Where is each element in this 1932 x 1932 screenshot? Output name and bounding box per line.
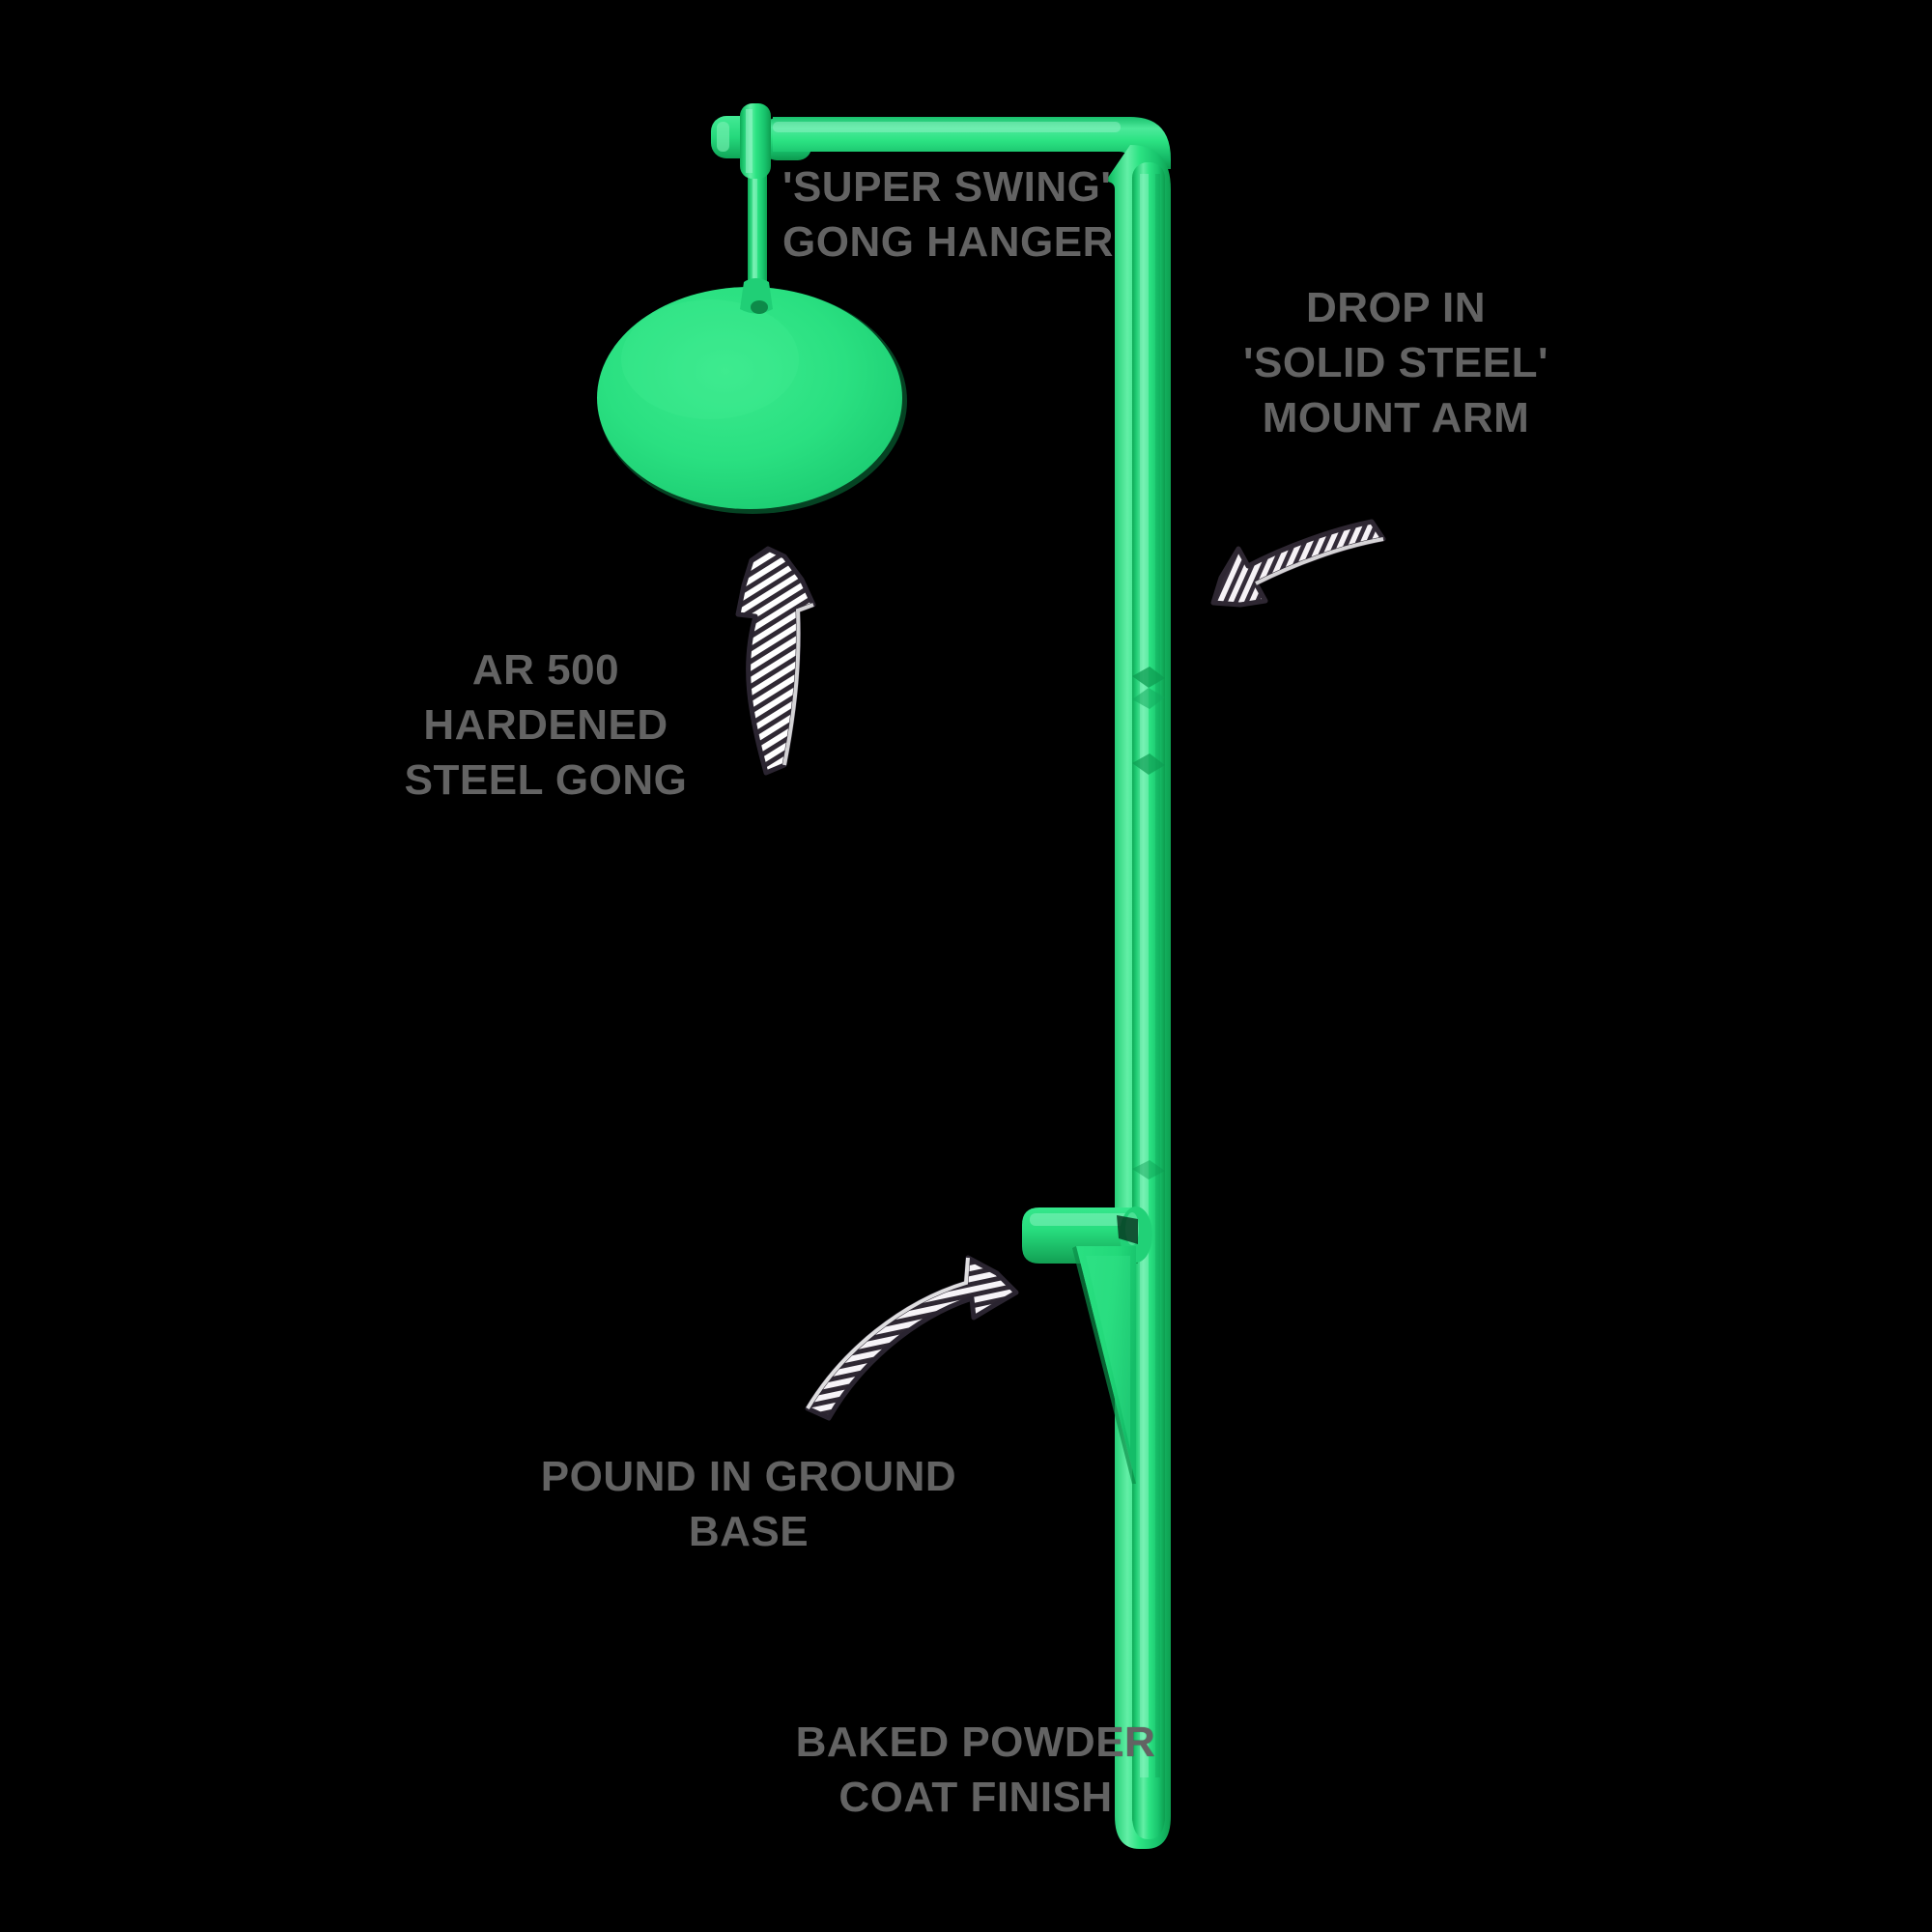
vertical-post (1105, 145, 1171, 1849)
callout-mount-arm: DROP IN 'SOLID STEEL' MOUNT ARM (1243, 284, 1548, 442)
arrow-up-to-gong (735, 546, 816, 776)
callout-steel-gong: AR 500 HARDENED STEEL GONG (404, 646, 688, 805)
arrow-down-left-to-post (1210, 519, 1386, 608)
arrow-up-right-to-base (805, 1255, 1019, 1421)
callout-ground-base: POUND IN GROUND BASE (540, 1453, 957, 1556)
round-gong-plate (597, 287, 907, 514)
post-joint-marks (1132, 667, 1165, 1179)
horizontal-arm (740, 103, 1171, 179)
base-gusset (1072, 1215, 1138, 1484)
callout-gong-hanger: 'SUPER SWING' GONG HANGER (782, 163, 1114, 267)
callout-coat-finish: BAKED POWDER COAT FINISH (795, 1719, 1156, 1822)
